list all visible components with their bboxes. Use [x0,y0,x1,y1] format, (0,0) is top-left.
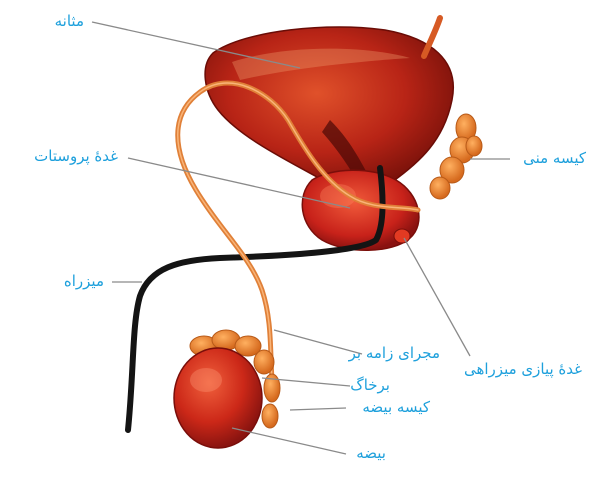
leader-line-bulbourethral [404,238,470,356]
label-seminal-vesicle: کیسه منی [523,149,586,167]
label-testis: بیضه [356,444,386,462]
label-epididymis: برخاگ [350,376,390,394]
bulbourethral-gland-organ [394,229,410,243]
label-scrotum: کیسه بیضه [362,398,430,416]
bladder-organ [205,27,453,193]
leader-line-testis [232,428,346,454]
label-bulbourethral-gland: غدهٔ پیازی میزراهی [464,360,582,378]
leader-line-scrotum [290,408,346,410]
label-bladder: مثانه [55,12,84,30]
label-prostate: غدهٔ پروستات [34,147,118,165]
testis-organ [174,348,262,448]
label-vas-deferens: مجرای زامه بر [349,344,440,362]
label-urethra: میزراه [64,272,104,290]
